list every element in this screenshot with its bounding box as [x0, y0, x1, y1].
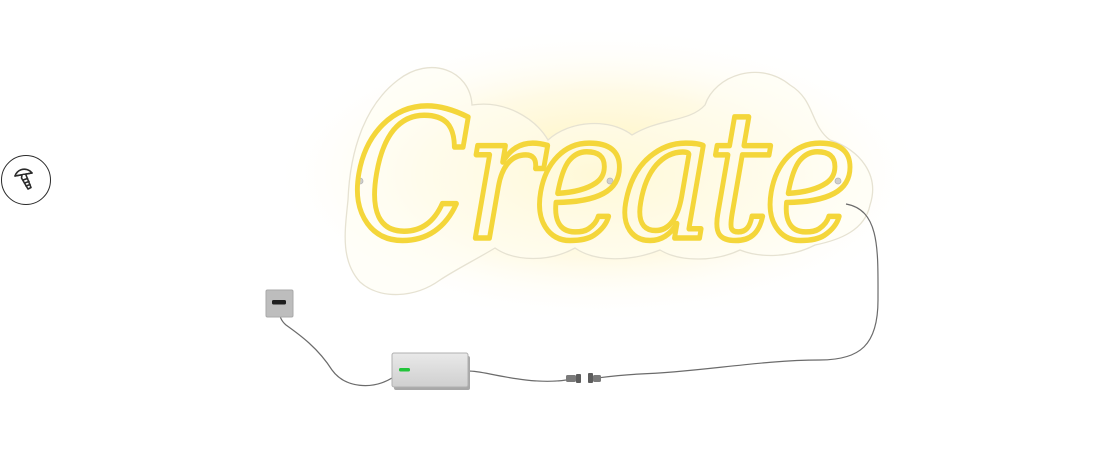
mounting-screw-button[interactable] — [1, 155, 51, 205]
mount-screw — [356, 177, 364, 185]
power-cable — [278, 308, 393, 387]
power-cable — [467, 370, 567, 382]
neon-sign-text: Create — [350, 73, 851, 280]
mount-screw — [834, 177, 842, 185]
cable-connector — [566, 373, 601, 383]
wall-socket-icon — [265, 289, 294, 318]
power-cable — [596, 203, 879, 379]
power-adapter — [391, 352, 470, 390]
screw-icon — [14, 168, 33, 190]
adapter-led — [399, 368, 410, 372]
mount-screw — [606, 177, 614, 185]
